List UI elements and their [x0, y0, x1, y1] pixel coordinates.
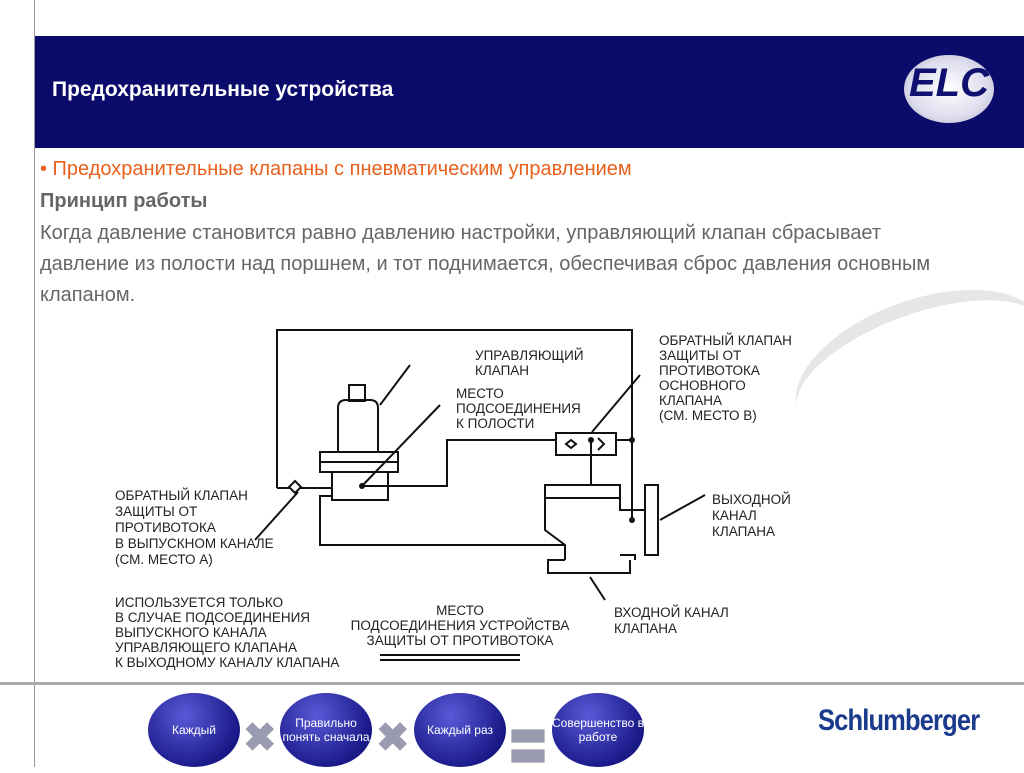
multiply-icon: ✖ — [376, 716, 410, 760]
pilot-cap — [348, 384, 366, 402]
pilot-base — [331, 471, 389, 501]
check-valve-box — [555, 432, 617, 456]
left-divider — [34, 0, 35, 767]
logo-text: ELC — [909, 61, 989, 105]
formula-step-2: Правильно понять сначала — [280, 693, 372, 767]
pilot-body — [337, 399, 379, 452]
pilot-loop-line — [276, 329, 633, 520]
leader-lines — [254, 364, 706, 601]
cavity-line — [362, 439, 556, 487]
page-title: Предохранительные устройства — [52, 78, 394, 101]
header-band — [35, 36, 1024, 148]
formula-step-1: Каждый — [148, 693, 240, 767]
body-text: Когда давление становится равно давлению… — [40, 222, 931, 306]
bullet-heading: • Предохранительные клапаны с пневматиче… — [40, 158, 632, 180]
outlet-flange — [644, 484, 659, 556]
schlumberger-logo: Schlumberger — [818, 704, 980, 737]
main-valve-body — [544, 498, 645, 574]
main-valve-top — [544, 484, 621, 499]
subtitle: Принцип работы — [40, 190, 208, 212]
lower-line — [319, 495, 565, 546]
footer-divider — [0, 682, 1024, 685]
formula-result: Совершенство в работе — [552, 693, 644, 767]
multiply-icon: ✖ — [243, 716, 277, 760]
elc-logo: ELC — [904, 55, 994, 123]
formula-step-3: Каждый раз — [414, 693, 506, 767]
equals-icon: 〓 — [508, 726, 548, 770]
outlet-check-valve — [287, 479, 303, 495]
